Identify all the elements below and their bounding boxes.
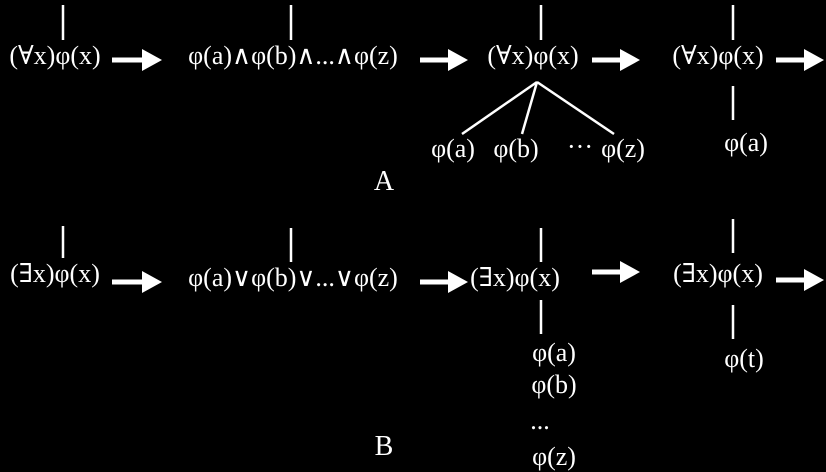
branch-instance-a: φ(a) [431,134,475,163]
panel-b-step-3: (∃x)φ(x) φ(a) φ(b) ... φ(z) [470,228,577,471]
panel-a-step-4: (∀x)φ(x) φ(a) [672,5,768,157]
branch-line [536,80,615,136]
right-arrow-icon [420,49,468,71]
universal-formula: (∀x)φ(x) [672,41,763,70]
right-arrow-icon [592,261,640,283]
instance-a: φ(a) [532,338,576,367]
branch-line [461,80,538,136]
right-arrow-icon [112,49,162,71]
child-instance-a: φ(a) [724,128,768,157]
panel-a: (∀x)φ(x) φ(a)∧φ(b)∧...∧φ(z) (∀x)φ(x) φ(a… [9,5,824,197]
conjunction-formula: φ(a)∧φ(b)∧...∧φ(z) [188,41,398,70]
universal-formula: (∀x)φ(x) [487,41,578,70]
instance-z: φ(z) [532,442,576,471]
right-arrow-icon [420,271,468,293]
panel-label-b: B [375,431,394,462]
panel-a-step-2: φ(a)∧φ(b)∧...∧φ(z) [188,5,398,70]
branch-line [520,81,539,135]
branch-instance-z: φ(z) [601,134,645,163]
panel-b: (∃x)φ(x) φ(a)∨φ(b)∨...∨φ(z) (∃x)φ(x) φ(a… [10,219,824,471]
branch-ellipsis: ··· [567,132,593,161]
instance-b: φ(b) [531,370,576,399]
universal-formula: (∀x)φ(x) [9,41,100,70]
right-arrow-icon [776,49,824,71]
panel-a-step-3: (∀x)φ(x) φ(a) φ(b) ··· φ(z) [431,5,645,163]
right-arrow-icon [776,269,824,291]
existential-formula: (∃x)φ(x) [673,259,763,288]
disjunction-formula: φ(a)∨φ(b)∨...∨φ(z) [188,263,398,292]
panel-a-step-1: (∀x)φ(x) [9,5,101,70]
instance-ellipsis: ... [530,406,550,435]
child-instance-t: φ(t) [724,344,764,373]
branch-instance-b: φ(b) [493,134,538,163]
right-arrow-icon [112,271,162,293]
right-arrow-icon [592,49,640,71]
panel-b-step-2: φ(a)∨φ(b)∨...∨φ(z) [188,228,398,292]
existential-formula: (∃x)φ(x) [470,263,560,292]
panel-b-step-1: (∃x)φ(x) [10,226,100,288]
panel-b-step-4: (∃x)φ(x) φ(t) [673,219,764,373]
existential-formula: (∃x)φ(x) [10,259,100,288]
panel-label-a: A [374,166,395,197]
